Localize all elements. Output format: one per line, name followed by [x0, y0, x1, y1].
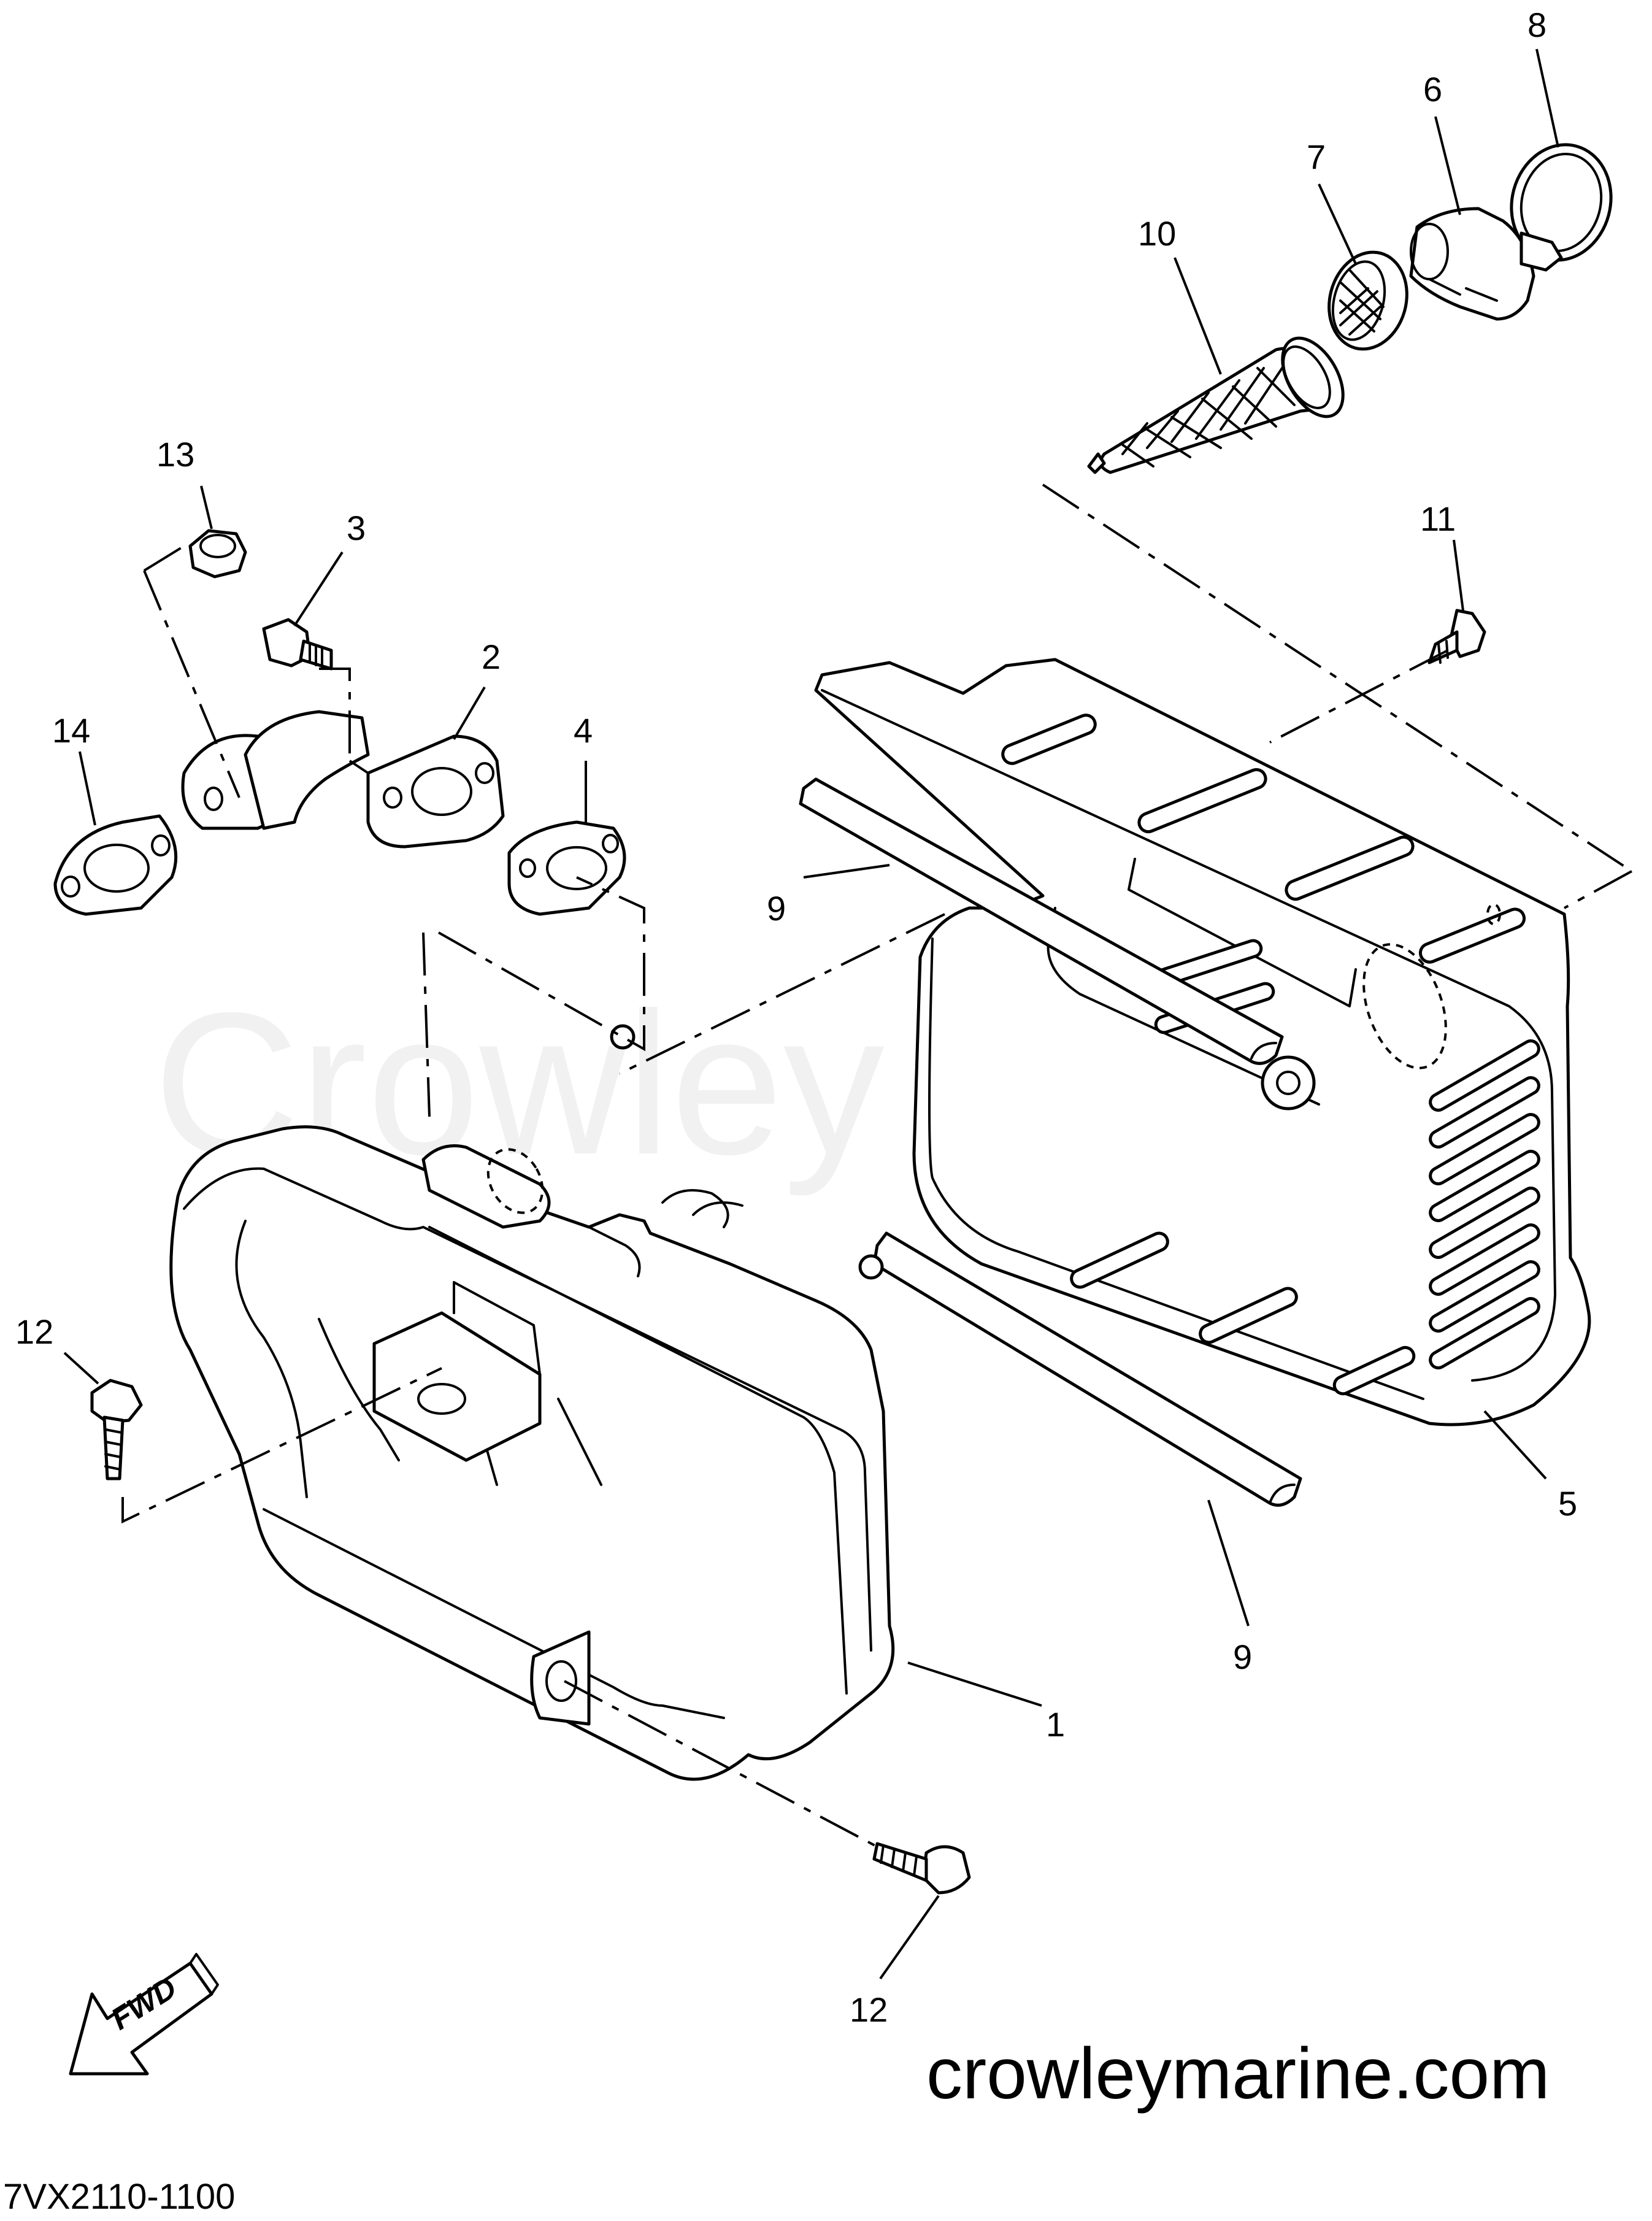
drawing-code: 7VX2110-1100 [3, 2177, 235, 2217]
callout-12-left: 12 [15, 1312, 53, 1351]
bolt-12-lower [872, 1842, 971, 1895]
callout-4: 4 [574, 711, 593, 750]
nut-13 [188, 529, 247, 579]
callout-1: 1 [1046, 1705, 1065, 1744]
callout-9-lower: 9 [1233, 1638, 1252, 1676]
callout-labels: 1 2 3 4 5 6 7 8 9 9 10 11 12 12 13 14 [15, 6, 1577, 2029]
muffler-protector [814, 658, 1591, 1426]
callout-8: 8 [1527, 6, 1546, 44]
seal-strip-upper [799, 777, 1284, 1065]
bolt-11 [1427, 609, 1486, 664]
callout-3: 3 [347, 509, 366, 547]
vent-slots [1429, 1039, 1540, 1369]
gasket-4 [507, 820, 626, 916]
spark-arrester-screen [1087, 336, 1345, 474]
assembly-lines [121, 483, 1633, 1848]
callout-14: 14 [52, 711, 90, 750]
callout-5: 5 [1558, 1484, 1577, 1523]
callout-leaders [63, 48, 1559, 1980]
callout-2: 2 [482, 637, 501, 676]
fwd-arrow: FWD [69, 1953, 219, 2076]
callout-11: 11 [1420, 499, 1456, 538]
callout-10: 10 [1138, 214, 1176, 253]
callout-9-upper: 9 [767, 889, 786, 928]
callout-7: 7 [1307, 137, 1326, 176]
callout-12-lower: 12 [850, 1990, 888, 2029]
seal-strip-lower [872, 1231, 1302, 1507]
retaining-collar [1409, 207, 1535, 321]
bolt-3 [262, 618, 333, 671]
gasket-14 [53, 814, 178, 916]
bolt-12-left [90, 1379, 143, 1480]
website-url: crowleymarine.com [926, 2033, 1550, 2114]
exhaust-pipe-elbow [181, 710, 505, 849]
hose-clamp [1510, 143, 1613, 272]
muffler-body [169, 1024, 895, 1781]
screen-disc [1327, 250, 1408, 351]
callout-6: 6 [1423, 70, 1442, 109]
callout-13: 13 [156, 435, 194, 474]
